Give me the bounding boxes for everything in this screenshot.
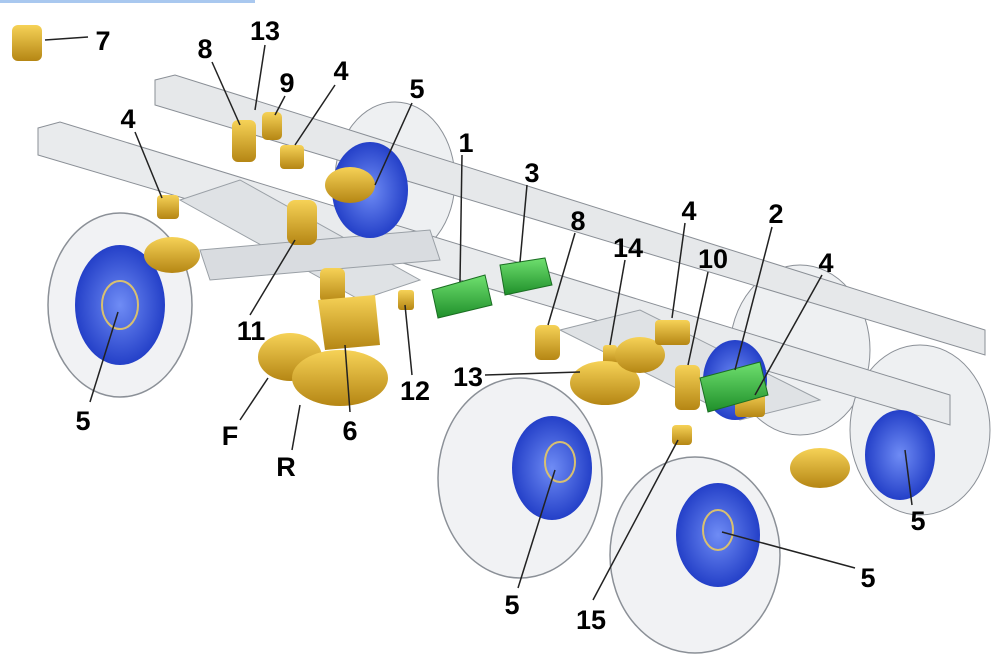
part-label-1: 1 (458, 128, 473, 158)
part-label-15: 15 (576, 605, 606, 635)
part-label-13: 13 (453, 362, 483, 392)
ecu-1 (431, 274, 493, 319)
part-label-5: 5 (75, 406, 90, 436)
part-label-4: 4 (818, 248, 833, 278)
electronic-control-units (431, 257, 769, 413)
rear-left-wheels (437, 377, 781, 654)
part-label-3: 3 (524, 158, 539, 188)
part-label-13: 13 (250, 16, 280, 46)
part-label-5: 5 (504, 590, 519, 620)
part-label-6: 6 (342, 416, 357, 446)
part-label-F: F (222, 421, 239, 451)
part-label-5: 5 (910, 506, 925, 536)
part-label-8: 8 (570, 206, 585, 236)
part-label-10: 10 (698, 244, 728, 274)
part-label-12: 12 (400, 376, 430, 406)
part-label-7: 7 (95, 26, 110, 56)
part-label-R: R (276, 452, 296, 482)
brake-chamber-rear-right (865, 410, 935, 500)
part-label-4: 4 (681, 196, 696, 226)
part-label-8: 8 (197, 34, 212, 64)
part-label-5: 5 (860, 563, 875, 593)
part-label-5: 5 (409, 74, 424, 104)
ecu-2 (699, 361, 769, 413)
leader-lines (44, 36, 913, 601)
part-label-9: 9 (279, 68, 294, 98)
air-tank-rear (292, 350, 388, 406)
brake-components (12, 25, 850, 488)
component-7 (12, 25, 42, 61)
part-label-4: 4 (120, 104, 135, 134)
part-label-4: 4 (333, 56, 348, 86)
ecu-3 (499, 257, 553, 296)
top-highlight-bar (0, 0, 255, 3)
part-label-14: 14 (613, 233, 643, 263)
part-label-11: 11 (237, 316, 266, 346)
part-label-2: 2 (768, 199, 783, 229)
